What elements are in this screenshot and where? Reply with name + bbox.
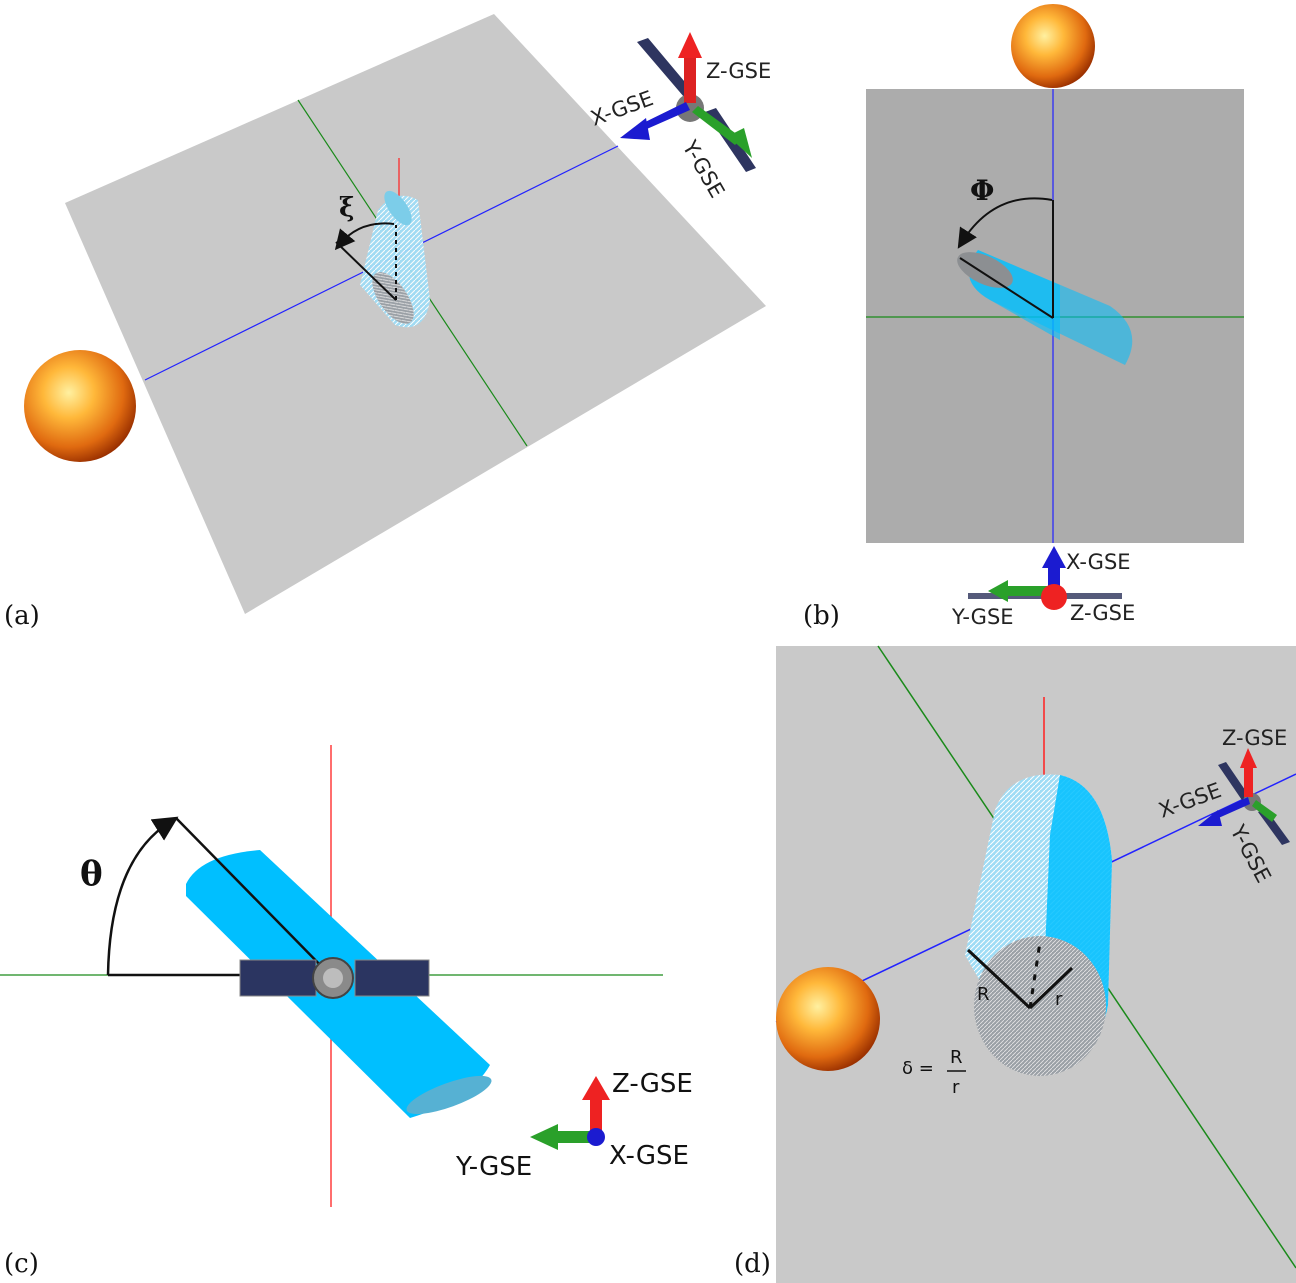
sun-icon	[776, 967, 880, 1071]
panel-a-xi-angle: ξ	[334, 193, 397, 301]
panel-d-delta-num: R	[950, 1047, 963, 1068]
solar-panel-icon	[1062, 593, 1122, 599]
panel-d-delta-lhs: δ =	[902, 1058, 934, 1079]
panel-d-radii: R r	[966, 941, 1074, 1010]
panel-c-spacecraft	[239, 957, 430, 999]
panel-c-angle-symbol: θ	[80, 854, 103, 894]
panel-c-x-label: X-GSE	[609, 1141, 689, 1171]
satellite-body-icon	[1041, 584, 1067, 610]
panel-c-axis-triad: Z-GSE X-GSE Y-GSE	[455, 1069, 693, 1182]
panel-a-angle-symbol: ξ	[339, 193, 354, 223]
panel-a: ξ Z-GSE X-GSE Y-GSE (a)	[4, 14, 771, 631]
panel-d-flux-rope	[965, 774, 1112, 1076]
solar-panel-icon	[354, 959, 430, 997]
panel-d-delta-den: r	[952, 1077, 960, 1098]
panel-b-z-label: Z-GSE	[1070, 601, 1135, 625]
panel-b-angle-symbol: Φ	[970, 174, 994, 207]
panel-d-label: (d)	[734, 1249, 771, 1279]
panel-a-y-label: Y-GSE	[677, 136, 729, 202]
panel-b-phi-angle: Φ	[957, 174, 1054, 319]
panel-b-label: (b)	[803, 601, 840, 631]
solar-panel-icon	[239, 959, 317, 997]
panel-c-label: (c)	[4, 1249, 39, 1279]
panel-b-axis-triad: X-GSE Y-GSE Z-GSE	[951, 546, 1135, 629]
panel-d-small-radius: r	[1055, 989, 1063, 1010]
panel-b-y-label: Y-GSE	[951, 605, 1014, 629]
panel-d: R r δ = R r Z-GSE X-GSE Y-GSE (d)	[734, 645, 1296, 1283]
panel-d-delta-formula: δ = R r	[902, 1047, 966, 1098]
panel-b: Φ X-GSE Y-GSE Z-GSE (b)	[803, 4, 1244, 631]
panel-d-big-radius: R	[977, 984, 990, 1005]
sun-icon	[24, 350, 136, 462]
panel-c-y-label: Y-GSE	[455, 1152, 532, 1182]
panel-b-flux-rope	[957, 250, 1133, 365]
sun-icon	[1011, 4, 1095, 88]
panel-c-theta-angle: θ	[80, 816, 331, 977]
solar-panel-icon	[1258, 809, 1290, 845]
panel-a-z-label: Z-GSE	[706, 59, 771, 83]
panel-b-x-label: X-GSE	[1066, 550, 1131, 574]
panel-d-z-label: Z-GSE	[1222, 726, 1287, 750]
panel-c: θ Z-GSE X-GSE Y-GSE (c)	[0, 745, 693, 1279]
panel-c-z-label: Z-GSE	[612, 1069, 693, 1099]
panel-a-axis-triad: Z-GSE X-GSE Y-GSE	[588, 32, 771, 202]
panel-a-label: (a)	[4, 601, 40, 631]
